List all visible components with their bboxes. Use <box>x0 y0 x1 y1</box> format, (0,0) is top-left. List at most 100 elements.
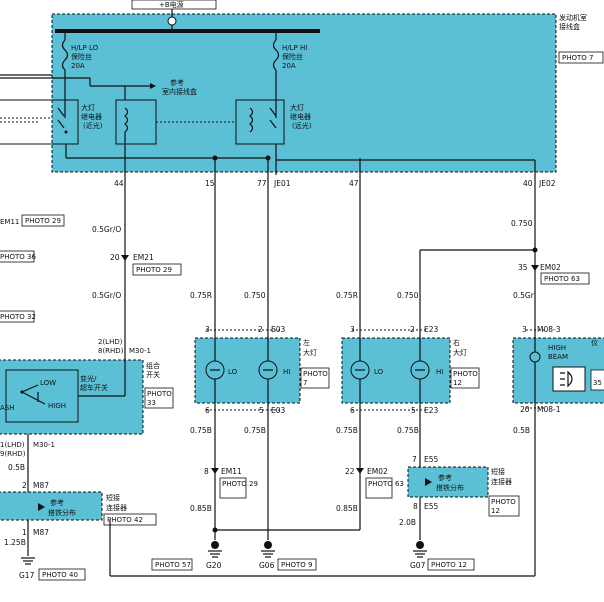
em02-top-name: EM02 <box>540 263 561 272</box>
g06-photo: PHOTO 9 <box>281 561 312 569</box>
wire-label-47b: 0.750 <box>397 291 419 300</box>
left-title-1: 左 <box>303 338 310 347</box>
relay-hi-coil-icon <box>249 107 254 133</box>
ref-interior-1: 参考 <box>170 78 184 87</box>
g06-label: G06 <box>259 561 275 570</box>
relay-lo-label-3: (近光) <box>83 121 103 130</box>
hb-conn-top: M08-3 <box>537 325 561 334</box>
power-busbar <box>55 29 320 33</box>
ref-interior-2: 室内接线盒 <box>162 87 197 96</box>
right-conn-bot: E23 <box>424 406 439 415</box>
fuse-hi-icon <box>272 39 280 71</box>
conn-je02: JE02 <box>538 179 556 188</box>
engine-box-title-1: 发动机室 <box>559 13 587 22</box>
g07-photo: PHOTO 12 <box>431 561 467 569</box>
right-pin3: 3 <box>350 325 355 334</box>
fuse-lo-label-2: 保险丝 <box>71 52 92 61</box>
right-pin6: 6 <box>350 406 355 415</box>
fuse-lo-label-1: H/LP LO <box>71 44 99 52</box>
pin-44: 44 <box>114 179 124 188</box>
m30-bot-pin1: 1(LHD) <box>0 441 25 449</box>
right-lo: LO <box>374 368 384 376</box>
wire-label-44a: 0.5Gr/O <box>92 225 121 234</box>
left-pin2: 2 <box>258 325 263 334</box>
combo-title-2: 开关 <box>146 370 160 379</box>
wire-label-44b: 0.5Gr/O <box>92 291 121 300</box>
combo-high: HIGH <box>48 402 66 410</box>
left-lo: LO <box>228 368 238 376</box>
right-short-label-1: 短接 <box>491 467 505 476</box>
left-short-ref-1: 参考 <box>50 498 64 507</box>
wire-label-l7: 0.85B <box>336 504 358 513</box>
ground-g17-icon <box>21 557 35 565</box>
high-beam-icon <box>552 366 586 392</box>
engine-junction-box <box>51 13 557 173</box>
em11-bot-pin: 8 <box>204 467 209 476</box>
pin-47: 47 <box>349 179 359 188</box>
conn-je01: JE01 <box>273 179 291 188</box>
hb-side: 仪 <box>591 339 598 347</box>
wire-label-l8: 2.0B <box>399 518 416 527</box>
hb-pin-bot: 20 <box>520 405 530 414</box>
left-short-photo: PHOTO 42 <box>107 516 143 524</box>
em11-partial: EM11 <box>0 218 19 226</box>
relay-coil-icon <box>124 107 129 133</box>
ground-g07-icon <box>413 541 427 558</box>
combo-flash: ASH <box>0 404 15 412</box>
m30-name: M30-1 <box>129 347 151 355</box>
combination-switch-box <box>0 359 144 435</box>
right-short-connector <box>407 466 489 498</box>
fuse-lo-icon <box>61 39 69 71</box>
em11-bot-name: EM11 <box>221 467 242 476</box>
wire-label-l9: 0.5B <box>513 426 530 435</box>
right-short-ref-1: 参考 <box>438 473 452 482</box>
right-title-2: 大灯 <box>453 348 467 357</box>
wire-label-40b: 0.5Gr <box>513 291 535 300</box>
wire-label-l4: 0.75B <box>397 426 419 435</box>
engine-box-photo: PHOTO 7 <box>562 54 593 62</box>
m87-pin-top: 2 <box>22 481 27 490</box>
wire-label-47: 0.75R <box>336 291 358 300</box>
wire-label-77: 0.750 <box>244 291 266 300</box>
relay-lo-box <box>0 99 79 145</box>
right-pin5: 5 <box>411 406 416 415</box>
ground-g20-icon <box>208 541 222 558</box>
em02-top-pin: 35 <box>518 263 528 272</box>
combo-title-1: 组合 <box>146 361 160 370</box>
hb-title: HIGH <box>548 344 566 352</box>
m30-pin1: 2(LHD) <box>98 338 123 346</box>
wire-label-15: 0.75R <box>190 291 212 300</box>
m30-bot-name: M30-1 <box>33 441 55 449</box>
fuse-lo-label-3: 20A <box>71 62 85 70</box>
combo-photo-1: PHOTO <box>147 390 172 398</box>
pin-77: 77 <box>257 179 267 188</box>
left-pin3: 3 <box>205 325 210 334</box>
relay-lo-switch-icon <box>57 107 65 129</box>
fuse-hi-label-3: 20A <box>282 62 296 70</box>
left-conn-bot: E03 <box>271 406 286 415</box>
em11-bot-photo: PHOTO 29 <box>222 480 258 488</box>
em21-pin: 20 <box>110 253 120 262</box>
left-hi: HI <box>283 368 290 376</box>
left-short-connector <box>0 491 103 521</box>
e55-name2: E55 <box>424 502 439 511</box>
m87-name2: M87 <box>33 528 49 537</box>
hb-photo: 35 <box>593 379 602 387</box>
wire-label-l10: 1.25B <box>4 538 26 547</box>
right-short-photo-1: PHOTO <box>491 498 516 506</box>
relay-hi-label-2: 继电器 <box>290 112 311 121</box>
wire-label-l2: 0.75B <box>244 426 266 435</box>
relay-hi-switch-icon <box>269 107 277 129</box>
hb-pin-top: 3 <box>522 325 527 334</box>
hb-title2: BEAM <box>548 353 568 361</box>
right-conn-top: E23 <box>424 325 439 334</box>
em21-photo: PHOTO 29 <box>136 266 172 274</box>
e55-pin-top: 7 <box>412 455 417 464</box>
g07-label: G07 <box>410 561 426 570</box>
g17-label: G17 <box>19 571 35 580</box>
wire-label-l1: 0.75B <box>190 426 212 435</box>
hb-conn-bot: M08-1 <box>537 405 561 414</box>
relay-lo-label-2: 继电器 <box>81 112 102 121</box>
combo-switch-contacts-icon <box>21 384 46 405</box>
